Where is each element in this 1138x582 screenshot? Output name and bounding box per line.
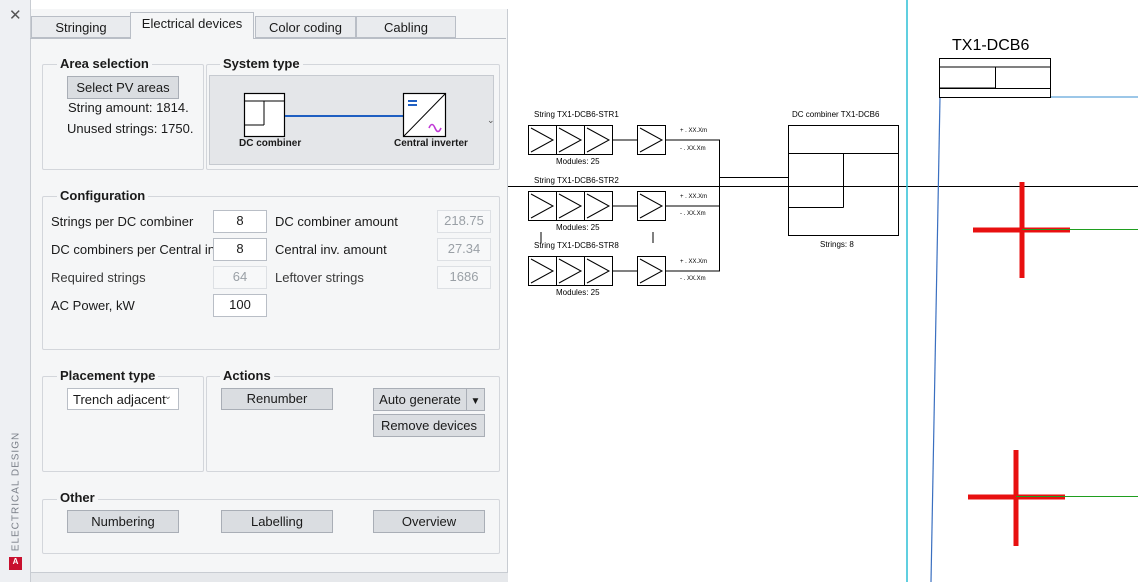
minus-label-2: - . XX.Xm [680,211,706,217]
central-amount-field: 27.34 [437,238,491,261]
string-label-1: String TX1-DCB6-STR1 [534,110,619,119]
required-strings-field: 64 [213,266,267,289]
central-inverter-label: Central inverter [394,138,468,149]
ac-power-label: AC Power, kW [51,298,135,313]
auto-generate-button[interactable]: Auto generate [373,388,467,411]
strings-per-dc-label: Strings per DC combiner [51,214,194,229]
placement-type-dropdown[interactable]: Trench adjacent ⌄ [67,388,179,410]
tab-color-coding[interactable]: Color coding [255,16,356,38]
string-row-3 [528,256,720,286]
plus-label-2: + . XX.Xm [680,194,708,200]
actions-group [206,376,500,472]
string-label-3: String TX1-DCB6-STR8 [534,241,619,250]
system-type-title: System type [220,56,303,71]
tab-strip-line [30,38,506,39]
placement-type-value: Trench adjacent [73,392,166,407]
string-row-2 [528,191,720,243]
auto-generate-dropdown-button[interactable]: ▼ [466,388,485,411]
central-amount-label: Central inv. amount [275,242,387,257]
numbering-button[interactable]: Numbering [67,510,179,533]
labelling-button[interactable]: Labelling [221,510,333,533]
chevron-down-icon: ⌄ [163,391,172,402]
ac-power-input[interactable]: 100 [213,294,267,317]
string-label-2: String TX1-DCB6-STR2 [534,176,619,185]
system-type-diagram: ⌄ [243,92,494,138]
required-strings-label: Required strings [51,270,146,285]
renumber-button[interactable]: Renumber [221,388,333,410]
plus-label-3: + . XX.Xm [680,259,708,265]
dc-combiner-icon [243,92,286,138]
minus-label-3: - . XX.Xm [680,276,706,282]
minus-label-1: - . XX.Xm [680,146,706,152]
red-marker-2 [968,450,1138,546]
configuration-title: Configuration [57,188,149,203]
canvas-title: TX1-DCB6 [952,37,1030,54]
dc-per-central-label: DC combiners per Central inv. [51,242,225,257]
tab-electrical-devices[interactable]: Electrical devices [130,12,254,39]
blue-cable-line [930,96,941,582]
leftover-strings-label: Leftover strings [275,270,364,285]
palette-title: ELECTRICAL DESIGN [10,431,22,552]
chevron-down-icon: ⌄ [487,115,494,125]
unused-strings-text: Unused strings: 1750. [67,121,194,136]
select-pv-areas-button[interactable]: Select PV areas [67,76,179,99]
remove-devices-button[interactable]: Remove devices [373,414,485,437]
other-title: Other [57,490,98,505]
string-row-1 [528,125,720,155]
central-inverter-icon [402,92,447,138]
tab-stringing[interactable]: Stringing [31,16,131,38]
area-selection-title: Area selection [57,56,152,71]
red-marker-1 [973,182,1138,278]
tab-cabling[interactable]: Cabling [356,16,456,38]
system-type-group [206,64,500,170]
strings-per-dc-input[interactable]: 8 [213,210,267,233]
modules-label-3: Modules: 25 [556,288,600,297]
combiner-strings-label: Strings: 8 [820,240,854,249]
app-logo-icon: A [9,557,22,570]
actions-title: Actions [220,368,274,383]
dc-per-central-input[interactable]: 8 [213,238,267,261]
dc-combiner-label: DC combiner [239,138,302,149]
dc-amount-label: DC combiner amount [275,214,398,229]
string-amount-text: String amount: 1814. [68,100,189,115]
modules-label-1: Modules: 25 [556,157,600,166]
dc-combiner-symbol [788,125,899,236]
palette-bottom-edge [0,572,508,582]
close-icon[interactable]: ✕ [9,7,22,24]
caret-down-icon: ▼ [470,396,481,407]
configuration-group [42,196,500,350]
overview-button[interactable]: Overview [373,510,485,533]
leftover-strings-field: 1686 [437,266,491,289]
plus-label-1: + . XX.Xm [680,128,708,134]
placement-type-title: Placement type [57,368,159,383]
combiner-label: DC combiner TX1-DCB6 [792,110,880,119]
dc-bus [719,140,789,271]
other-group [42,499,500,554]
modules-label-2: Modules: 25 [556,223,600,232]
dc-amount-field: 218.75 [437,210,491,233]
